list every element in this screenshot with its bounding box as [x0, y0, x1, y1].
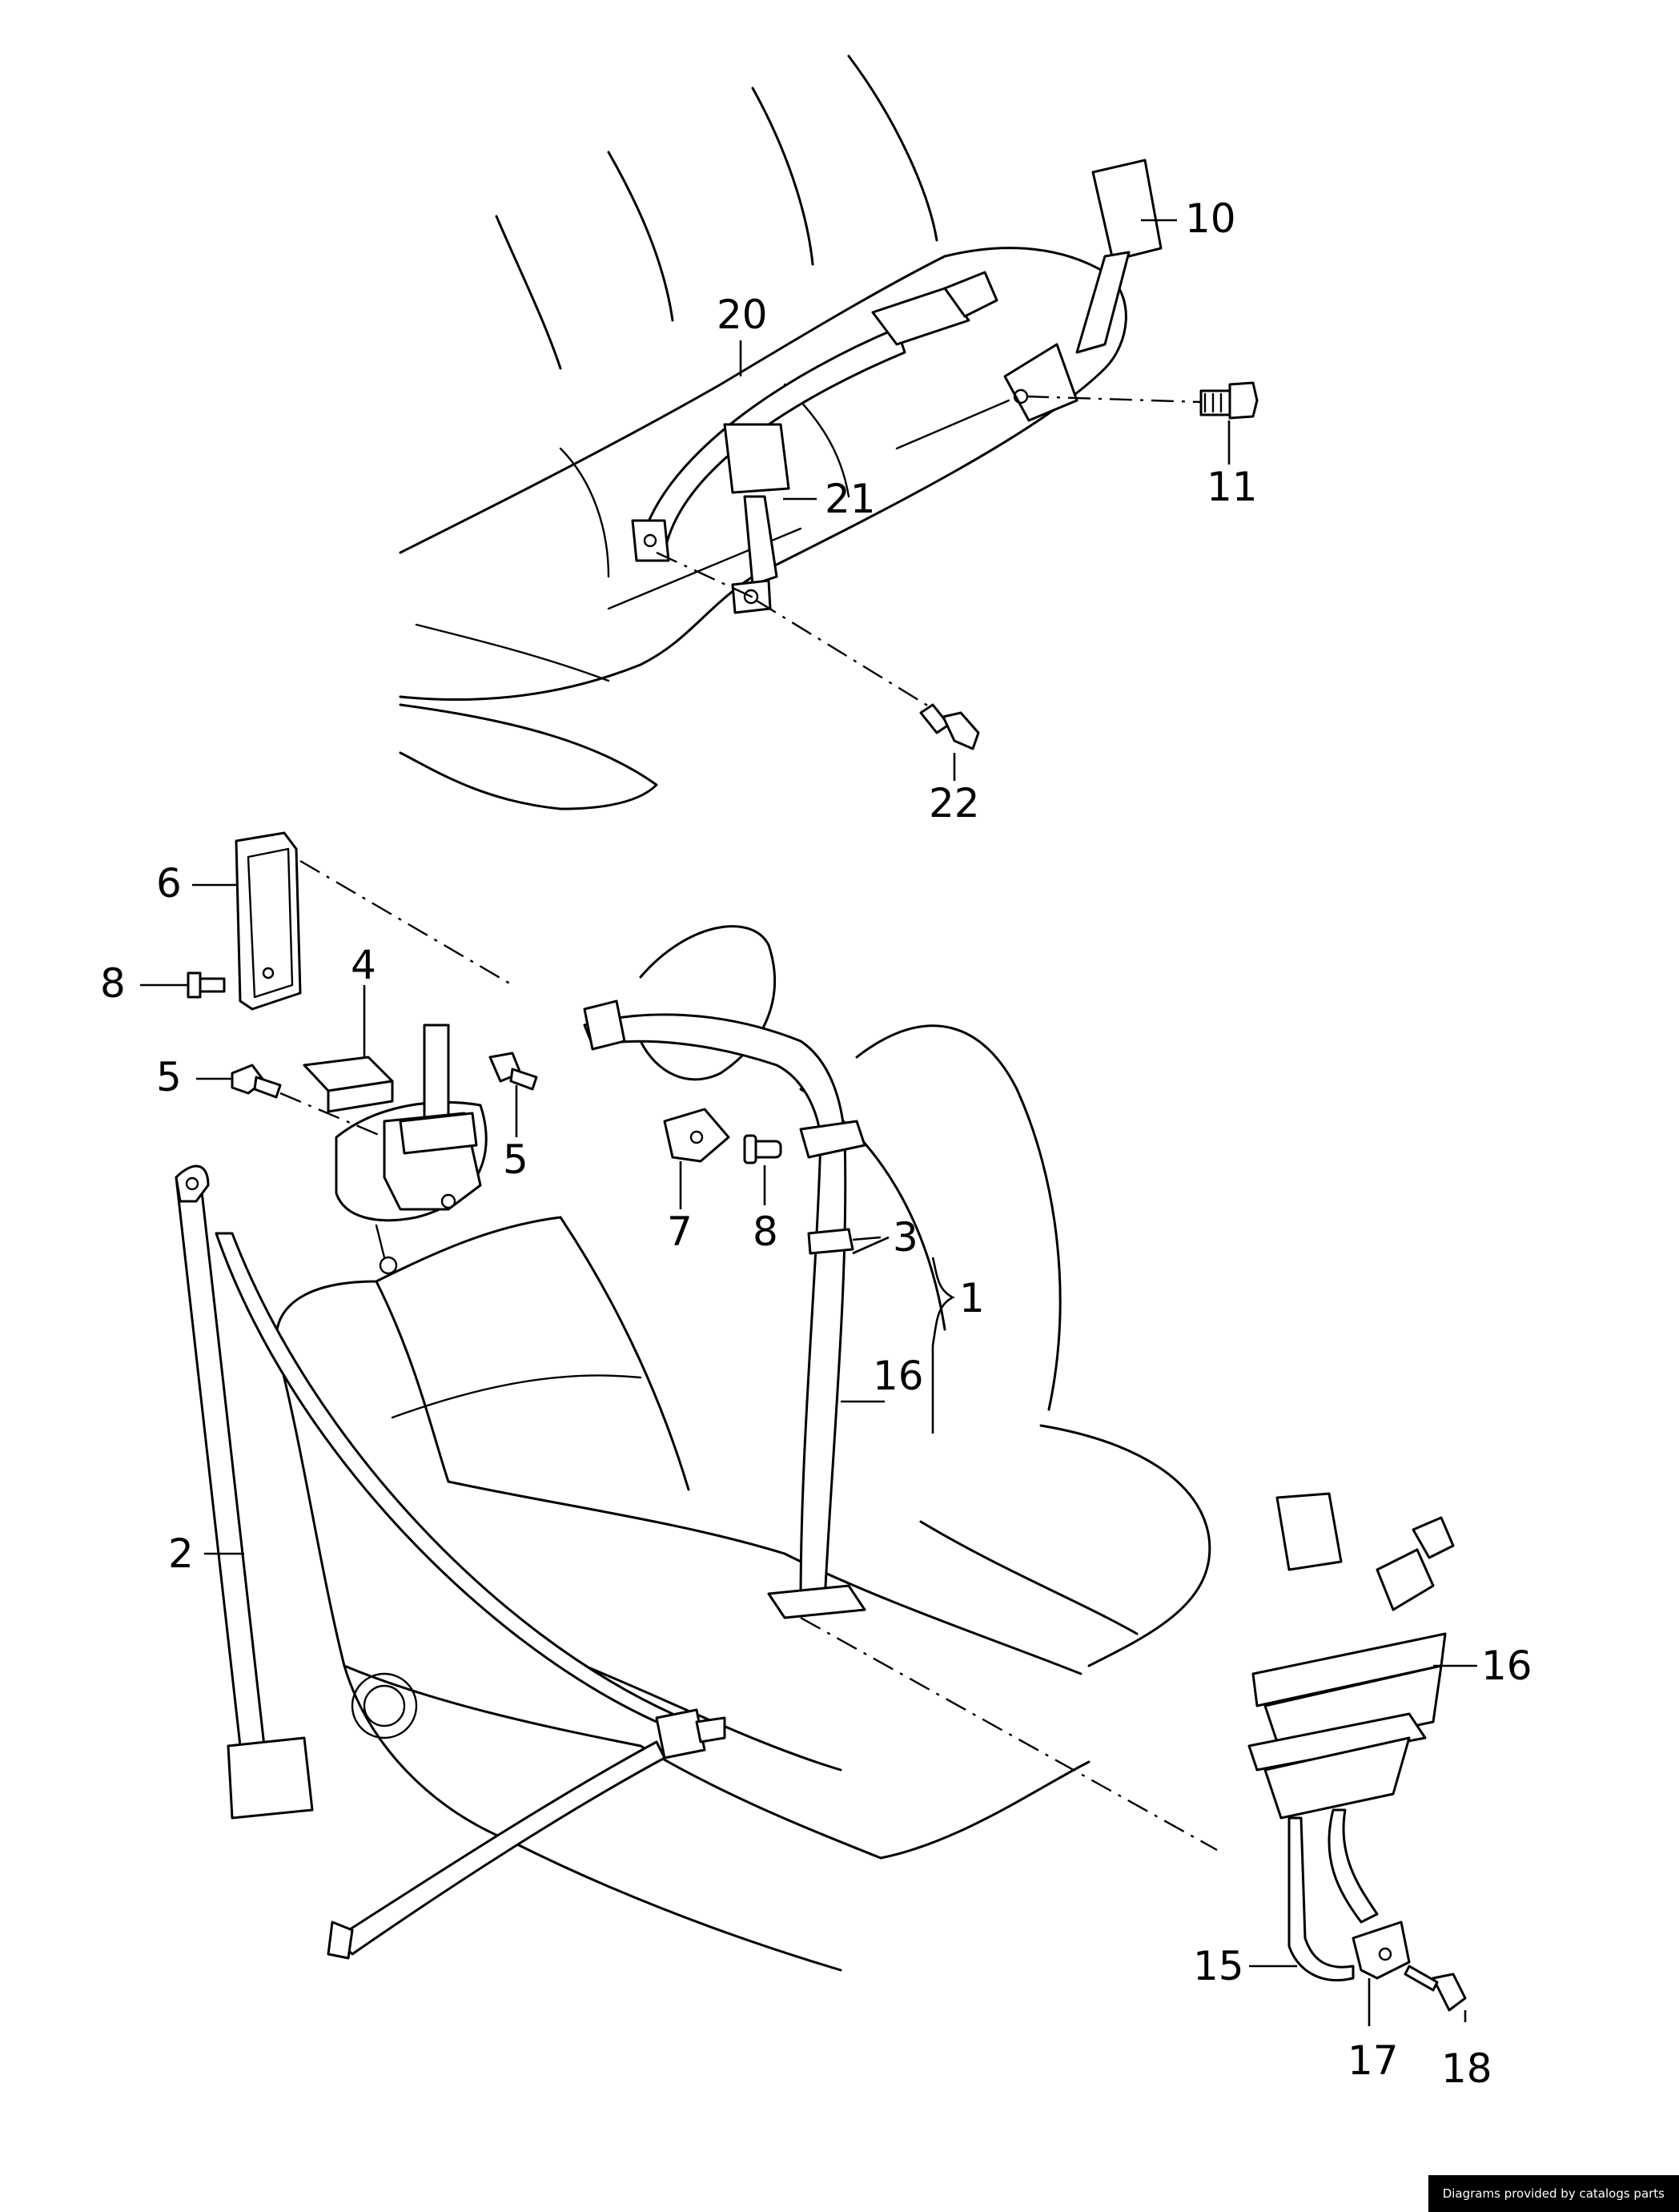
callout-1: 1: [959, 1275, 985, 1321]
cable-15: [1287, 1816, 1355, 1982]
callout-17: 17: [1348, 2037, 1399, 2084]
bolt-11: [1199, 381, 1259, 420]
bolt-5-center: [488, 1052, 538, 1091]
center-lap-belt: [631, 271, 998, 562]
clip-8-right: [743, 1134, 782, 1164]
callout-22: 22: [929, 780, 980, 826]
callout-3: 3: [893, 1214, 918, 1261]
callout-11: 11: [1207, 464, 1258, 510]
bolt-18: [1404, 1965, 1467, 2012]
credit-banner: Diagrams provided by catalogs parts: [1428, 2175, 1679, 2212]
callout-16-belt: 16: [873, 1353, 924, 1399]
callout-2: 2: [168, 1530, 194, 1577]
clip-8-left: [187, 971, 226, 999]
buckle-16-with-guide: [1247, 1492, 1455, 1924]
lower-anchor-belt-2: [175, 1164, 726, 1960]
front-seat: [275, 925, 1211, 1972]
callout-10: 10: [1185, 195, 1236, 242]
bracket-17: [1352, 1920, 1411, 1980]
belt-assembly-1: [383, 999, 866, 1619]
callout-20: 20: [717, 292, 768, 338]
callout-6: 6: [156, 860, 182, 907]
callout-16-buckle: 16: [1481, 1643, 1532, 1689]
callout-8-right: 8: [753, 1209, 778, 1255]
callout-4: 4: [351, 942, 376, 988]
buckle-10: [1003, 159, 1163, 422]
callout-5-left: 5: [156, 1054, 182, 1100]
bolt-22: [919, 703, 980, 750]
callout-21: 21: [825, 476, 876, 522]
bolt-5-left: [231, 1064, 282, 1099]
rear-bench-seat: [399, 54, 1127, 810]
bracket-7: [663, 1108, 730, 1163]
callout-5-center: 5: [503, 1136, 528, 1183]
clip-4: [303, 1056, 394, 1113]
buckle-21: [723, 423, 790, 614]
callout-7: 7: [667, 1209, 693, 1255]
callout-15: 15: [1193, 1943, 1244, 1989]
trim-cover-6: [235, 831, 302, 1011]
callout-18: 18: [1441, 2045, 1492, 2092]
callout-8-left: 8: [100, 960, 126, 1007]
